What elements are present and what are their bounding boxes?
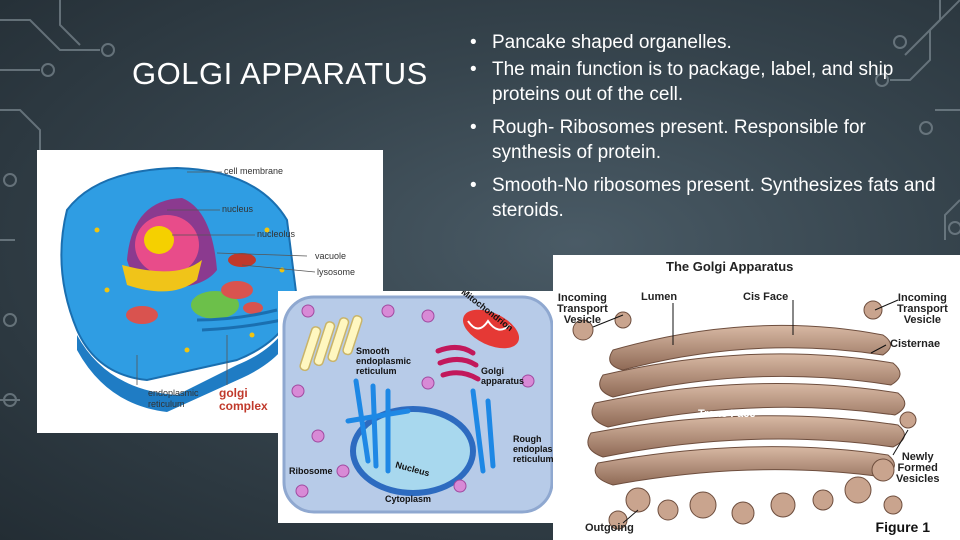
bullet-list: • Pancake shaped organelles. • The main … xyxy=(470,30,940,231)
cartoon-cell-image: Smooth endoplasmic reticulum Mitochondri… xyxy=(278,291,558,523)
label-cisternae: Cisternae xyxy=(890,338,941,350)
bullet-glyph: • xyxy=(470,175,477,196)
figure-caption: Figure 1 xyxy=(875,519,930,535)
label-vacuole: vacuole xyxy=(315,251,347,261)
label-trans-face: Trans Face xyxy=(698,408,756,420)
label-lysosome: lysosome xyxy=(317,267,356,277)
label-cytoplasm: Cytoplasm xyxy=(385,494,432,504)
label-nucleus: nucleus xyxy=(222,204,254,214)
bullet-text: The main function is to package, label, … xyxy=(492,59,894,105)
label-outgoing: Outgoing xyxy=(585,522,634,534)
bullet-glyph: • xyxy=(470,59,477,80)
label-smooth-er: Smooth endoplasmic reticulum xyxy=(356,346,412,376)
label-cell-membrane: cell membrane xyxy=(224,166,284,176)
bullet-text: Smooth-No ribosomes present. Synthesizes… xyxy=(492,175,936,221)
bullet-item: • Rough- Ribosomes present. Responsible … xyxy=(470,115,940,165)
bullet-glyph: • xyxy=(470,117,477,138)
golgi-diagram-image: The Golgi Apparatus Incoming Transport V… xyxy=(553,255,960,540)
bullet-item: • Smooth-No ribosomes present. Synthesiz… xyxy=(470,173,940,223)
bullet-item: • Pancake shaped organelles. xyxy=(470,30,940,55)
bullet-text: Rough- Ribosomes present. Responsible fo… xyxy=(492,117,866,163)
label-incoming-vesicle-right: Incoming Transport Vesicle xyxy=(897,292,948,326)
golgi-illustration xyxy=(572,299,917,530)
label-newly-formed-vesicles: Newly Formed Vesicles xyxy=(896,451,940,485)
cartoon-cell-illustration xyxy=(282,295,554,514)
bullet-text: Pancake shaped organelles. xyxy=(492,32,732,53)
label-cis-face: Cis Face xyxy=(743,291,789,303)
label-nucleolus: nucleolus xyxy=(257,229,296,239)
label-incoming-vesicle-left: Incoming Transport Vesicle xyxy=(557,292,608,326)
label-golgi-apparatus: Golgi apparatus xyxy=(481,366,525,386)
bullet-item: • The main function is to package, label… xyxy=(470,57,940,107)
label-rough-er: Rough endoplasmic reticulum xyxy=(513,434,558,464)
label-lumen: Lumen xyxy=(641,291,678,303)
slide-title: GOLGI APPARATUS xyxy=(132,56,428,91)
animal-cell-illustration xyxy=(60,166,316,412)
golgi-diagram-title: The Golgi Apparatus xyxy=(666,259,794,274)
bullet-glyph: • xyxy=(470,32,477,53)
label-ribosome: Ribosome xyxy=(289,466,333,476)
